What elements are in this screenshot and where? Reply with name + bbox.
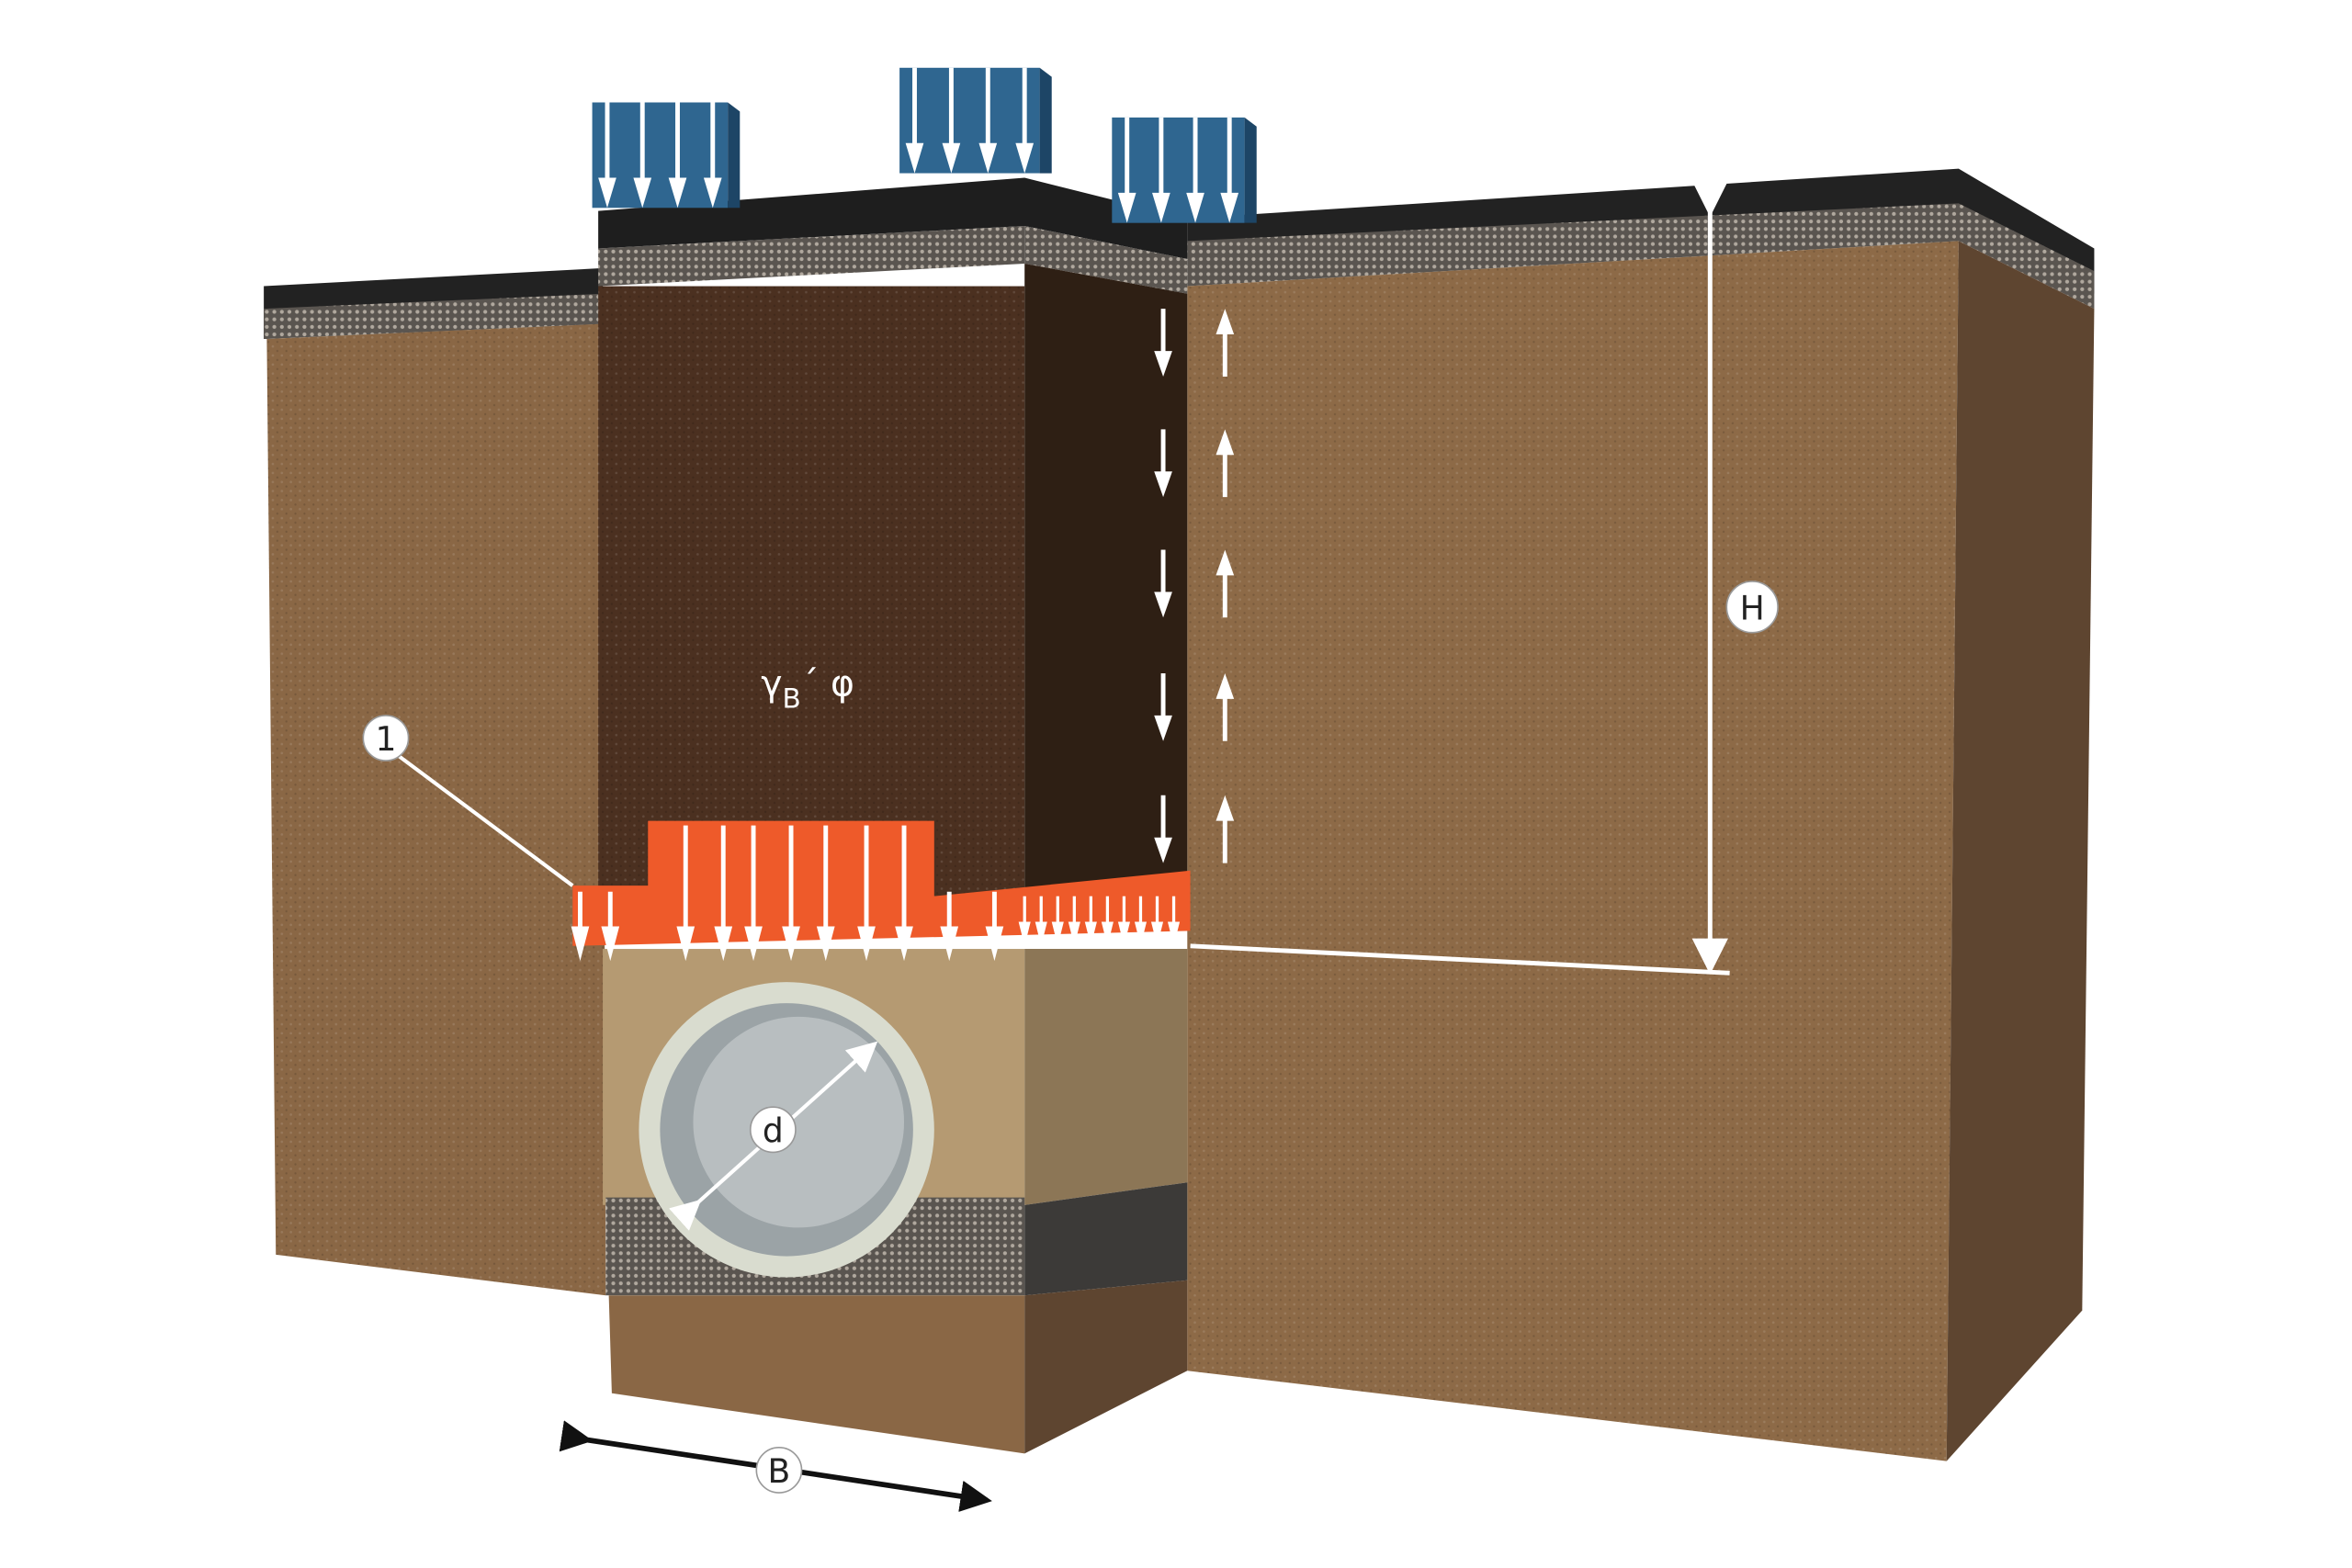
load-arrow — [676, 825, 695, 962]
load-arrow — [571, 891, 590, 962]
load-arrow — [1018, 896, 1031, 946]
load-arrow — [744, 825, 763, 962]
wall-friction-arrows — [1154, 309, 1235, 863]
load-arrow — [1117, 896, 1130, 946]
width-label: B — [768, 1452, 791, 1491]
load-arrows — [571, 825, 1181, 962]
load-arrow — [1051, 896, 1064, 946]
load-arrow — [985, 891, 1004, 962]
traffic-loads — [592, 67, 1257, 223]
friction-arrow-pair — [1154, 795, 1235, 863]
marker-1: 1 — [362, 715, 574, 887]
soil-parameters-label: γB´ φ — [761, 663, 854, 715]
diameter-dimension: d — [669, 1041, 878, 1231]
traffic-load-block — [899, 67, 1052, 174]
load-arrow — [782, 825, 800, 962]
load-arrow — [895, 825, 913, 962]
friction-arrow-pair — [1154, 309, 1235, 377]
load-arrow — [1150, 896, 1164, 946]
right-soil-block — [1187, 168, 2095, 1461]
load-arrow — [1134, 896, 1148, 946]
load-arrow — [940, 891, 959, 962]
load-arrow — [1068, 896, 1080, 946]
load-arrow — [714, 825, 733, 962]
height-dimension: H — [1190, 180, 1779, 976]
load-arrow — [816, 825, 835, 962]
traffic-load-block — [1112, 117, 1257, 223]
friction-arrow-pair — [1154, 549, 1235, 618]
load-arrow — [601, 891, 620, 962]
diameter-label: d — [763, 1111, 784, 1150]
load-arrow — [1084, 896, 1097, 946]
load-arrow — [1035, 896, 1047, 946]
traffic-load-block — [592, 102, 741, 209]
friction-arrow-pair — [1154, 429, 1235, 498]
left-soil-block — [264, 267, 606, 1296]
height-label: H — [1740, 589, 1765, 627]
marker-1-label: 1 — [375, 720, 396, 759]
load-arrow — [1167, 896, 1181, 946]
distributed-load — [571, 820, 1191, 962]
trench-backfill — [598, 177, 1188, 897]
width-dimension: B — [559, 1420, 992, 1512]
friction-arrow-pair — [1154, 672, 1235, 741]
load-arrow — [857, 825, 876, 962]
load-arrow — [1101, 896, 1114, 946]
